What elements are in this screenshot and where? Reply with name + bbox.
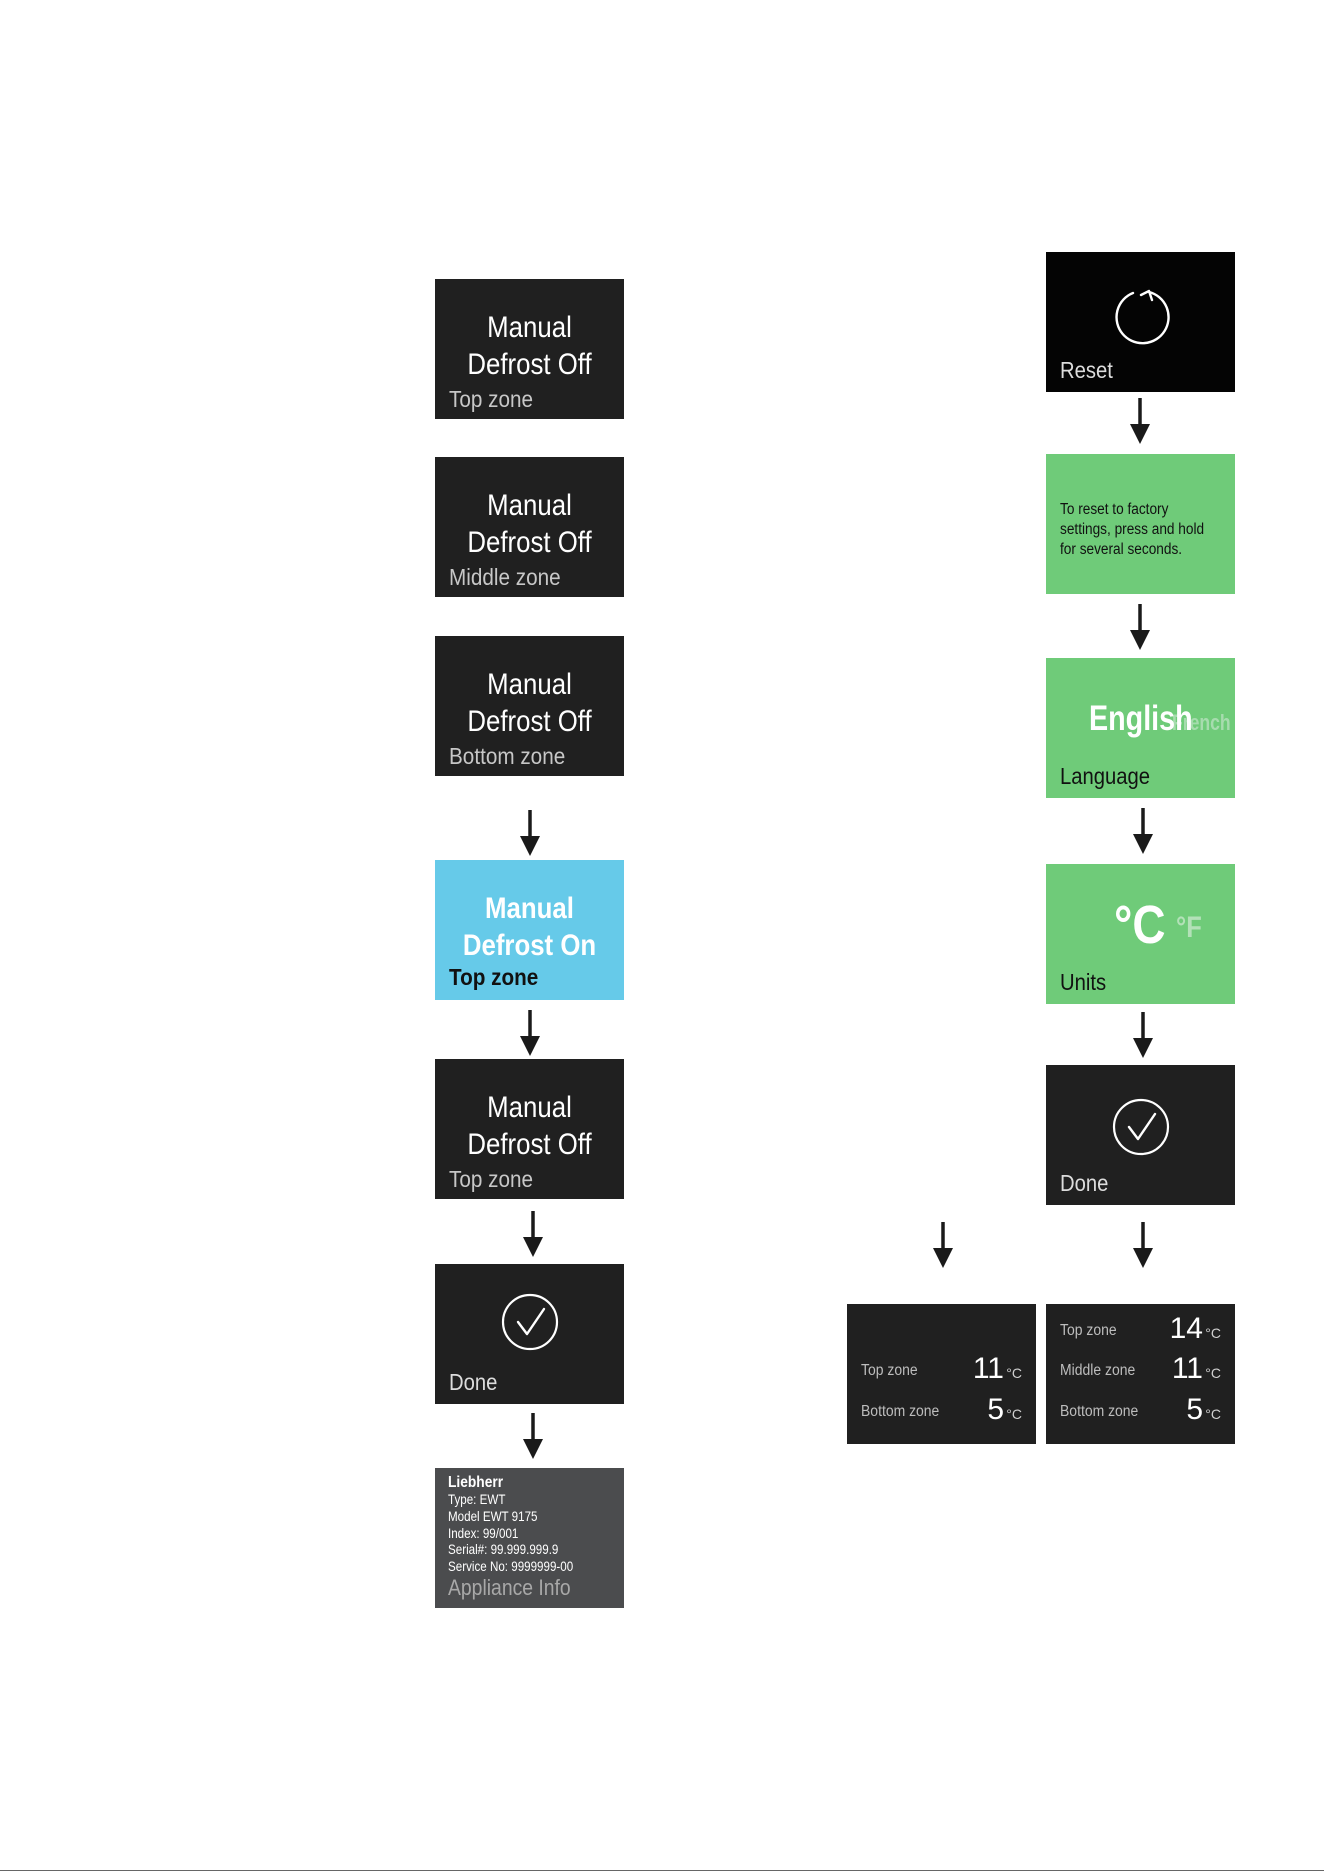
temperature-unit: °C [1006, 1365, 1022, 1381]
arrow-down-icon [520, 810, 540, 856]
temperature-unit: °C [1205, 1365, 1221, 1381]
language-selected: English [1089, 699, 1193, 738]
language-label: Language [1060, 763, 1151, 789]
reset-instruction-text: To reset to factory settings, press and … [1060, 501, 1205, 558]
arrow-down-icon [520, 1010, 540, 1056]
appliance-index: Index: 99/001 [448, 1525, 519, 1541]
appliance-serial: Serial#: 99.999.999.9 [448, 1542, 559, 1558]
arrow-down-icon [1133, 1012, 1153, 1058]
appliance-info-details: Liebherr Type: EWT Model EWT 9175 Index:… [448, 1473, 573, 1576]
zone-label: Bottom zone [449, 743, 566, 769]
unit-other-option: °F [1176, 911, 1202, 944]
mode-title: Manual Defrost On [462, 892, 597, 962]
checkmark-circle-icon [435, 1292, 624, 1352]
zone-temperature: 5 [987, 1393, 1004, 1426]
zone-name: Bottom zone [1060, 1403, 1139, 1420]
units-label: Units [1060, 969, 1107, 995]
screen-reset-instructions[interactable]: To reset to factory settings, press and … [1046, 454, 1235, 594]
page-footer-rule [0, 1870, 1324, 1871]
zone-name: Middle zone [1060, 1362, 1136, 1379]
appliance-type: Type: EWT [448, 1492, 506, 1507]
mode-title: Manual Defrost Off [467, 489, 592, 559]
temperature-unit: °C [1205, 1325, 1221, 1341]
screen-manual-defrost-off-top-2[interactable]: Manual Defrost Off Top zone [435, 1059, 624, 1199]
screen-manual-defrost-off-bottom[interactable]: Manual Defrost Off Bottom zone [435, 636, 624, 776]
arrow-down-icon [1130, 604, 1150, 650]
screen-done-left[interactable]: Done [435, 1264, 624, 1404]
reset-label: Reset [1060, 357, 1113, 383]
zone-label: Middle zone [449, 564, 561, 590]
screen-temperature-three-zone[interactable]: Top zone 14 °C Middle zone 11 °C Bottom … [1046, 1304, 1235, 1444]
arrow-down-icon [933, 1222, 953, 1268]
unit-selected: °C [1114, 895, 1166, 955]
arrow-down-icon [1130, 398, 1150, 444]
zone-temperature: 5 [1186, 1393, 1203, 1426]
zone-name: Top zone [1060, 1322, 1117, 1339]
done-label: Done [449, 1369, 498, 1395]
screen-done-right[interactable]: Done [1046, 1065, 1235, 1205]
screen-manual-defrost-on-top[interactable]: Manual Defrost On Top zone [435, 860, 624, 1000]
mode-title: Manual Defrost Off [467, 668, 592, 738]
mode-title: Manual Defrost Off [467, 311, 592, 381]
zone-name: Bottom zone [861, 1403, 940, 1420]
temperature-unit: °C [1205, 1406, 1221, 1422]
checkmark-circle-icon [1046, 1097, 1235, 1157]
zone-name: Top zone [861, 1362, 918, 1379]
mode-title: Manual Defrost Off [467, 1091, 592, 1161]
zone-label: Top zone [449, 386, 534, 412]
appliance-info-title: Appliance Info [448, 1575, 571, 1600]
temp-row-top: Top zone 11 °C [861, 1346, 1022, 1386]
brand-name: Liebherr [448, 1474, 504, 1491]
temp-row-bottom: Bottom zone 5 °C [1060, 1387, 1221, 1427]
screen-temperature-two-zone[interactable]: Top zone 11 °C Bottom zone 5 °C [847, 1304, 1036, 1444]
temp-row-bottom: Bottom zone 5 °C [861, 1387, 1022, 1427]
appliance-model: Model EWT 9175 [448, 1508, 538, 1524]
zone-label: Top zone [449, 1166, 534, 1192]
zone-temperature: 11 [972, 1352, 1004, 1385]
zone-temperature: 11 [1171, 1352, 1203, 1385]
done-label: Done [1060, 1170, 1109, 1196]
temp-row-middle: Middle zone 11 °C [1060, 1346, 1221, 1386]
appliance-service: Service No: 9999999-00 [448, 1559, 574, 1575]
screen-appliance-info[interactable]: Liebherr Type: EWT Model EWT 9175 Index:… [435, 1468, 624, 1608]
language-next-option: French [1172, 710, 1231, 735]
zone-temperature: 14 [1169, 1312, 1203, 1345]
screen-manual-defrost-off-top[interactable]: Manual Defrost Off Top zone [435, 279, 624, 419]
arrow-down-icon [1133, 1222, 1153, 1268]
zone-label: Top zone [449, 964, 539, 990]
screen-language[interactable]: French English Language [1046, 658, 1235, 798]
arrow-down-icon [1133, 808, 1153, 854]
arrow-down-icon [523, 1211, 543, 1257]
circular-arrow-icon [1046, 286, 1235, 346]
arrow-down-icon [523, 1413, 543, 1459]
screen-reset[interactable]: Reset [1046, 252, 1235, 392]
screen-manual-defrost-off-middle[interactable]: Manual Defrost Off Middle zone [435, 457, 624, 597]
temp-row-top: Top zone 14 °C [1060, 1306, 1221, 1346]
temperature-unit: °C [1006, 1406, 1022, 1422]
screen-units[interactable]: °C °F Units [1046, 864, 1235, 1004]
